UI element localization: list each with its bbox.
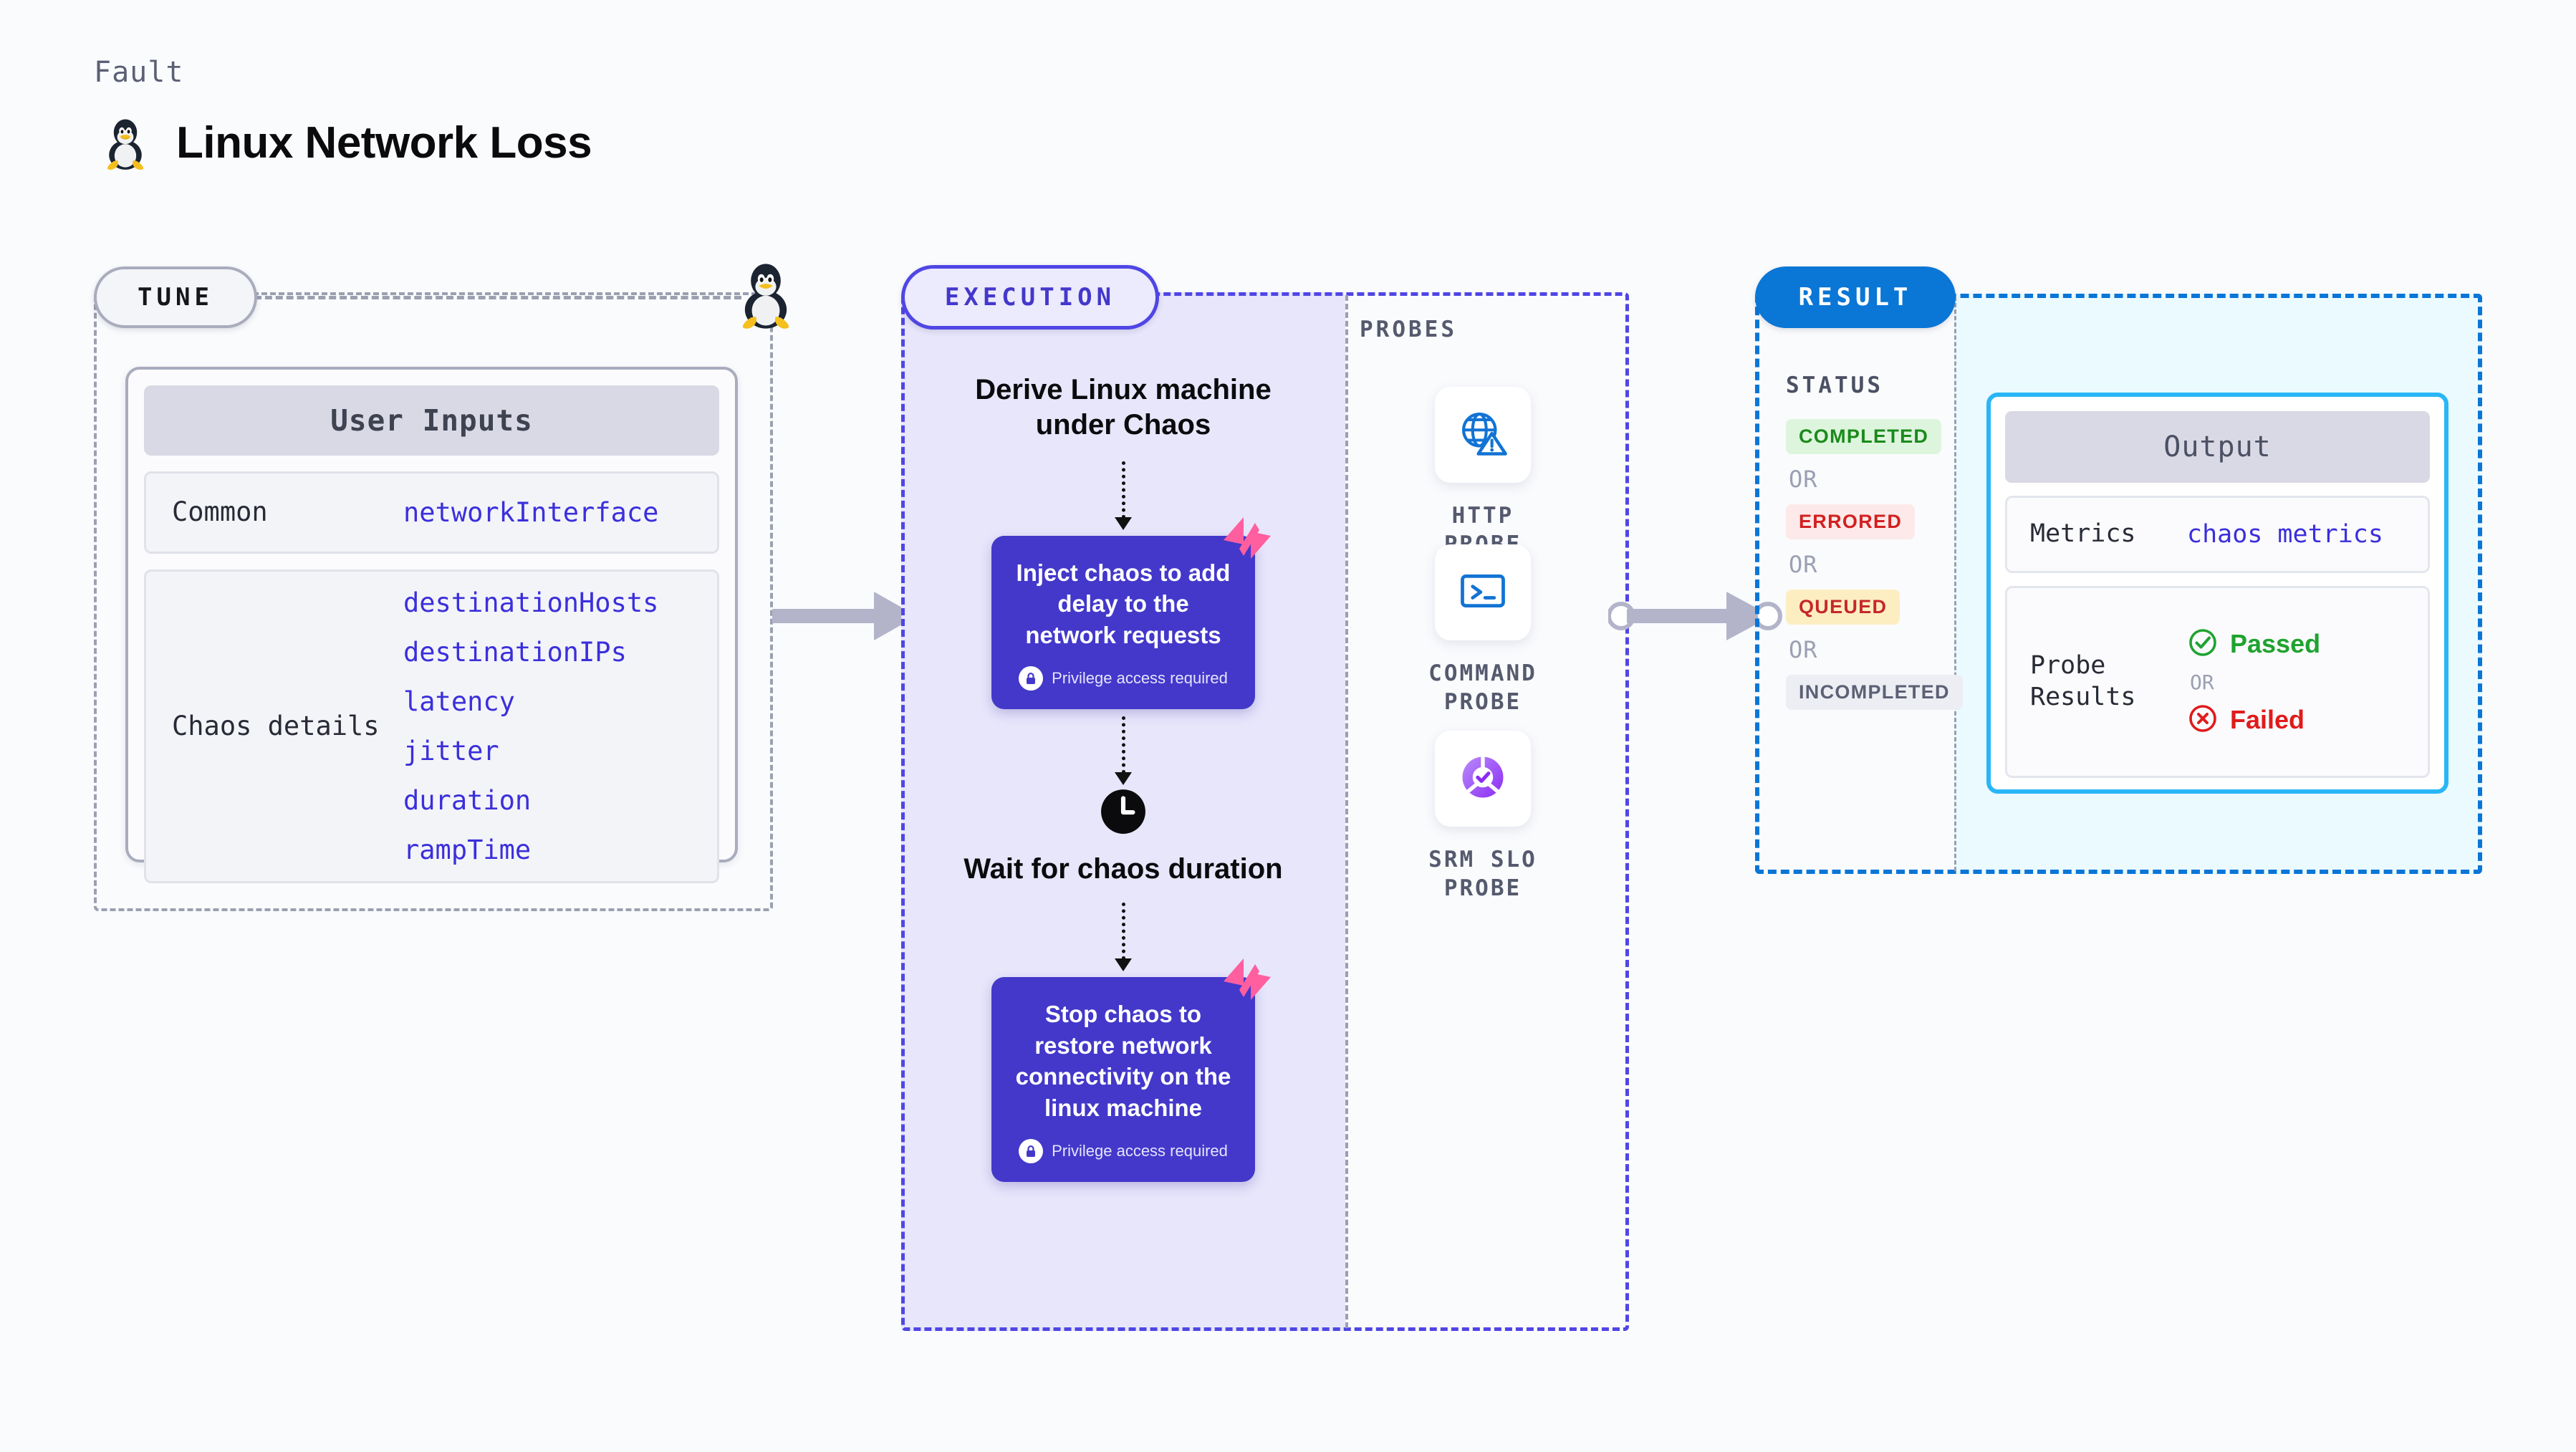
- user-inputs-card: User Inputs Common networkInterface Chao…: [125, 367, 738, 883]
- status-or: OR: [1789, 466, 1818, 493]
- status-or: OR: [1789, 636, 1818, 663]
- tune-value[interactable]: jitter: [403, 736, 499, 766]
- probe-passed-text: Passed: [2230, 629, 2321, 658]
- flow-arrow-down-icon: [1115, 716, 1132, 786]
- result-divider: [1954, 297, 1956, 871]
- x-circle-icon: [2187, 703, 2219, 738]
- harness-logo-icon: [1222, 957, 1272, 1001]
- tune-value[interactable]: destinationHosts: [403, 587, 659, 618]
- execution-panel-boundary: [901, 292, 1629, 1331]
- status-or: OR: [1789, 551, 1818, 578]
- privilege-text: Privilege access required: [1052, 669, 1228, 688]
- probe-label: COMMAND PROBE: [1428, 660, 1537, 716]
- output-header: Output: [2005, 411, 2430, 483]
- tune-section-values: destinationHosts destinationIPs latency …: [403, 587, 658, 865]
- execution-step-inject-chaos[interactable]: Inject chaos to add delay to the network…: [991, 516, 1271, 710]
- output-probe-label: Probe Results: [2030, 651, 2136, 711]
- probe-tile[interactable]: [1435, 387, 1531, 483]
- chaos-step-text: Inject chaos to add delay to the network…: [1016, 559, 1231, 648]
- probe-failed-text: Failed: [2230, 705, 2305, 734]
- probe-command[interactable]: COMMAND PROBE: [1411, 544, 1554, 717]
- tune-connector-line: [254, 296, 741, 299]
- tune-badge[interactable]: TUNE: [94, 266, 257, 328]
- result-panel-boundary: [1755, 294, 2482, 874]
- tux-penguin-icon: [100, 115, 150, 170]
- tune-value[interactable]: destinationIPs: [403, 637, 627, 668]
- chaos-step-text: Stop chaos to restore network connectivi…: [1015, 1001, 1231, 1121]
- page-title: Linux Network Loss: [176, 117, 592, 168]
- execution-badge[interactable]: EXECUTION: [901, 265, 1159, 330]
- tune-section-chaos-details: Chaos details destinationHosts destinati…: [144, 569, 719, 883]
- clock-icon: [1100, 788, 1147, 839]
- probe-srm-slo[interactable]: SRM SLO PROBE: [1411, 731, 1554, 903]
- result-badge[interactable]: RESULT: [1755, 266, 1956, 328]
- harness-logo-icon: [1222, 516, 1272, 560]
- tune-value[interactable]: networkInterface: [403, 497, 659, 528]
- privilege-note: Privilege access required: [1010, 666, 1236, 691]
- probe-result-or: OR: [2190, 670, 2214, 694]
- output-metrics-value[interactable]: chaos metrics: [2187, 520, 2383, 549]
- execution-flow: Derive Linux machine under Chaos Inject …: [944, 372, 1302, 1183]
- terminal-icon: [1456, 564, 1510, 622]
- probes-divider: [1345, 295, 1348, 1328]
- page-title-row: Linux Network Loss: [100, 115, 592, 170]
- probe-tile[interactable]: [1435, 544, 1531, 640]
- execution-step-derive-title: Derive Linux machine under Chaos: [975, 374, 1272, 441]
- output-card: Output Metrics chaos metrics Probe Resul…: [1986, 393, 2448, 794]
- status-section-label: STATUS: [1786, 372, 1883, 398]
- execution-step-wait-title: Wait for chaos duration: [963, 853, 1283, 885]
- privilege-text: Privilege access required: [1052, 1142, 1228, 1160]
- probe-label: SRM SLO PROBE: [1428, 847, 1537, 902]
- probe-result-passed: Passed: [2187, 627, 2320, 662]
- slo-donut-check-icon: [1456, 750, 1510, 808]
- user-inputs-header: User Inputs: [144, 385, 719, 456]
- probe-http[interactable]: HTTP PROBE: [1411, 387, 1554, 559]
- status-list: COMPLETED OR ERRORED OR QUEUED OR INCOMP…: [1786, 419, 1963, 710]
- globe-warning-icon: [1456, 406, 1510, 464]
- tune-value[interactable]: latency: [403, 686, 515, 717]
- output-section-metrics: Metrics chaos metrics: [2005, 496, 2430, 573]
- probe-result-values: Passed OR Failed: [2187, 627, 2320, 738]
- tune-value[interactable]: rampTime: [403, 835, 532, 865]
- execution-step-stop-chaos[interactable]: Stop chaos to restore network connectivi…: [991, 958, 1271, 1183]
- probe-result-failed: Failed: [2187, 703, 2320, 738]
- status-badge-incompleted: INCOMPLETED: [1786, 675, 1963, 710]
- flow-arrow-down-icon: [1115, 461, 1132, 530]
- probes-section-label: PROBES: [1360, 317, 1457, 342]
- probe-tile[interactable]: [1435, 731, 1531, 827]
- status-badge-completed: COMPLETED: [1786, 419, 1942, 454]
- lock-icon: [1019, 1139, 1044, 1164]
- output-section-probe-results: Probe Results Passed OR: [2005, 586, 2430, 778]
- check-circle-icon: [2187, 627, 2219, 662]
- tune-section-common: Common networkInterface: [144, 471, 719, 554]
- tune-panel-boundary: [94, 292, 773, 911]
- tune-section-values: networkInterface: [403, 497, 658, 528]
- privilege-note: Privilege access required: [1010, 1139, 1236, 1164]
- flow-arrow-down-icon: [1115, 903, 1132, 972]
- tune-value[interactable]: duration: [403, 785, 532, 816]
- output-metrics-label: Metrics: [2030, 519, 2136, 549]
- page-kicker: Fault: [94, 56, 184, 89]
- tux-penguin-node-icon: [733, 258, 812, 333]
- status-badge-queued: QUEUED: [1786, 590, 1900, 625]
- lock-icon: [1019, 666, 1044, 691]
- status-badge-errored: ERRORED: [1786, 504, 1916, 539]
- tune-section-label: Common: [172, 496, 268, 528]
- tune-section-label: Chaos details: [172, 710, 380, 741]
